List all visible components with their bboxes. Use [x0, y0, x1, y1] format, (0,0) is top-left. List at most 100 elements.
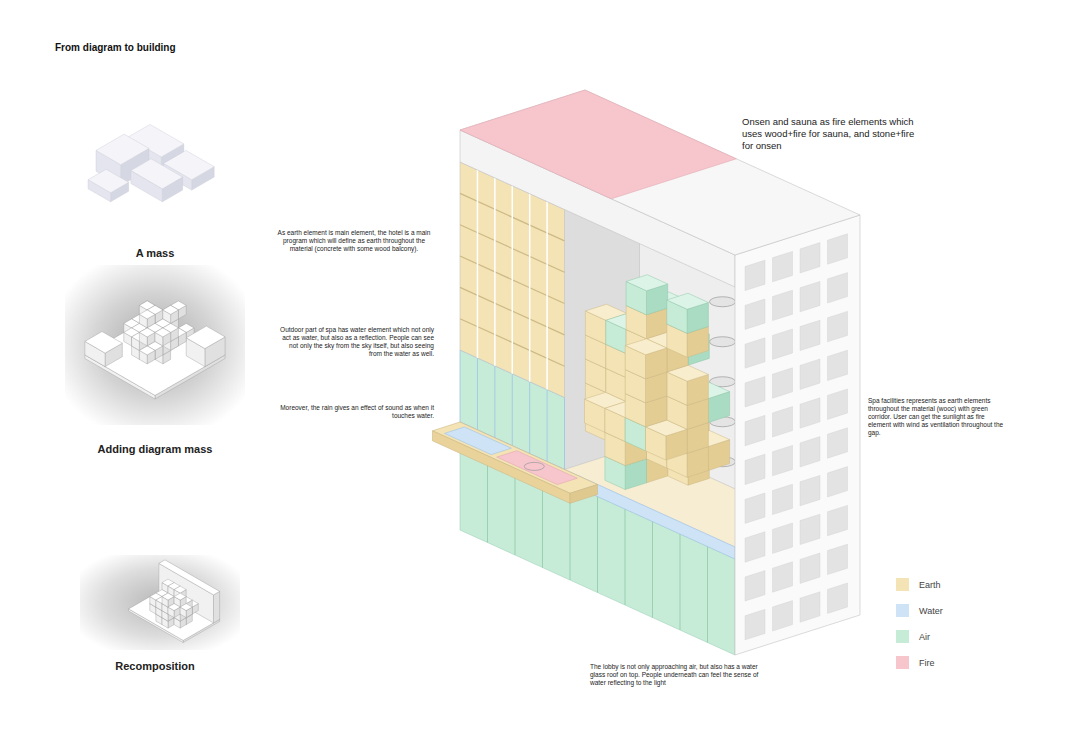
mass-cube — [139, 346, 155, 355]
legend-swatch — [896, 656, 909, 669]
legend-swatch — [896, 630, 909, 643]
roof-top — [460, 90, 860, 255]
tower-window — [745, 415, 765, 445]
outdoor-onsen — [497, 451, 578, 485]
balcony-mullion — [546, 202, 548, 390]
thumbnail-caption: Recomposition — [115, 659, 194, 673]
mass-cube — [186, 326, 225, 349]
mass-cube — [163, 305, 179, 314]
lobby-column — [597, 497, 598, 593]
tower-window — [828, 234, 848, 264]
shadow-ground — [80, 555, 240, 650]
tower-window — [745, 377, 765, 407]
tower-window — [828, 428, 848, 458]
lobby-column — [680, 534, 681, 630]
thumbnail-frame: Adding diagram mass — [60, 262, 250, 456]
diagram-title: From diagram to building — [55, 41, 176, 54]
mass-block — [88, 169, 129, 192]
tower-window — [773, 445, 793, 475]
spa-cube-cluster — [585, 275, 730, 490]
spiral-stair — [710, 337, 736, 347]
tower-window — [800, 475, 820, 505]
tower-window — [828, 311, 848, 341]
mass-cube — [168, 604, 180, 611]
mass-cube — [139, 328, 155, 337]
balcony-mullion — [529, 194, 531, 382]
mass-cube — [174, 593, 186, 600]
lobby-column — [625, 509, 626, 605]
tower-window — [828, 467, 848, 497]
balcony-mullion — [512, 186, 514, 374]
glass-mullion — [529, 382, 530, 454]
tower-window — [745, 299, 765, 329]
tower-window — [773, 368, 793, 398]
tower-window — [773, 484, 793, 514]
spiral-stair — [710, 297, 736, 307]
mass-block — [96, 134, 149, 165]
sauna-roof — [460, 90, 736, 199]
tower-window — [828, 389, 848, 419]
tower-window — [800, 359, 820, 389]
tower-window — [773, 601, 793, 631]
legend-item: Fire — [896, 656, 935, 669]
tower-window — [800, 553, 820, 583]
outdoor-pool — [445, 427, 512, 455]
balcony-mullion — [494, 178, 496, 366]
spa-cube — [626, 275, 668, 291]
platform-slab — [85, 314, 225, 395]
terrace-edge — [570, 485, 598, 504]
thumbnail-caption: A mass — [136, 246, 175, 260]
tower-window — [800, 592, 820, 622]
lobby-column — [707, 547, 708, 643]
annotation-note: The lobby is not only approaching air, b… — [590, 663, 772, 687]
tower-window — [745, 338, 765, 368]
tower-window — [800, 398, 820, 428]
lobby-column — [652, 522, 653, 618]
tower-window — [773, 407, 793, 437]
mass-cube — [85, 332, 122, 354]
glass-mullion — [512, 374, 513, 446]
annotation-note: Moreover, the rain gives an effect of so… — [277, 404, 434, 420]
mass-thumbnail — [88, 124, 214, 201]
thumbnail-group — [65, 124, 245, 650]
tower-window — [828, 544, 848, 574]
tower-window — [800, 514, 820, 544]
glass-mullion — [494, 366, 495, 438]
annotation-note: Outdoor part of spa has water element wh… — [277, 326, 434, 358]
annotation-note: Onsen and sauna as fire elements which u… — [742, 116, 917, 152]
tower-window — [773, 329, 793, 359]
thumbnail-frame: A mass — [60, 100, 250, 260]
tower-window — [828, 505, 848, 535]
mass-cube — [139, 310, 155, 319]
spa-cube — [625, 339, 667, 355]
tower-window — [800, 320, 820, 350]
spiral-stair — [524, 462, 544, 470]
mass-cube — [180, 604, 192, 611]
tower-window — [800, 437, 820, 467]
mass-cube — [174, 586, 186, 593]
legend-label: Water — [919, 605, 943, 617]
tower-window — [745, 260, 765, 290]
legend-label: Earth — [919, 579, 941, 591]
annotation-note: As earth element is main element, the ho… — [274, 229, 434, 253]
tower-window — [773, 523, 793, 553]
tower-facade — [735, 215, 860, 655]
legend-label: Fire — [919, 657, 935, 669]
mass-cube — [155, 328, 171, 337]
legend-item: Earth — [896, 578, 941, 591]
glass-mullion — [477, 358, 478, 430]
tower-window — [773, 290, 793, 320]
legend-swatch — [896, 578, 909, 591]
legend-label: Air — [919, 631, 930, 643]
mass-cube — [162, 593, 174, 600]
tower-window — [773, 562, 793, 592]
tower-window — [828, 583, 848, 613]
axonometric-building — [433, 90, 861, 655]
balcony-mullion — [477, 170, 479, 358]
legend-item: Air — [896, 630, 930, 643]
mass-block — [131, 159, 183, 189]
tower-window — [828, 350, 848, 380]
recomposition-thumbnail — [80, 555, 240, 650]
annotation-note: Spa facilities represents as earth eleme… — [868, 397, 1008, 437]
